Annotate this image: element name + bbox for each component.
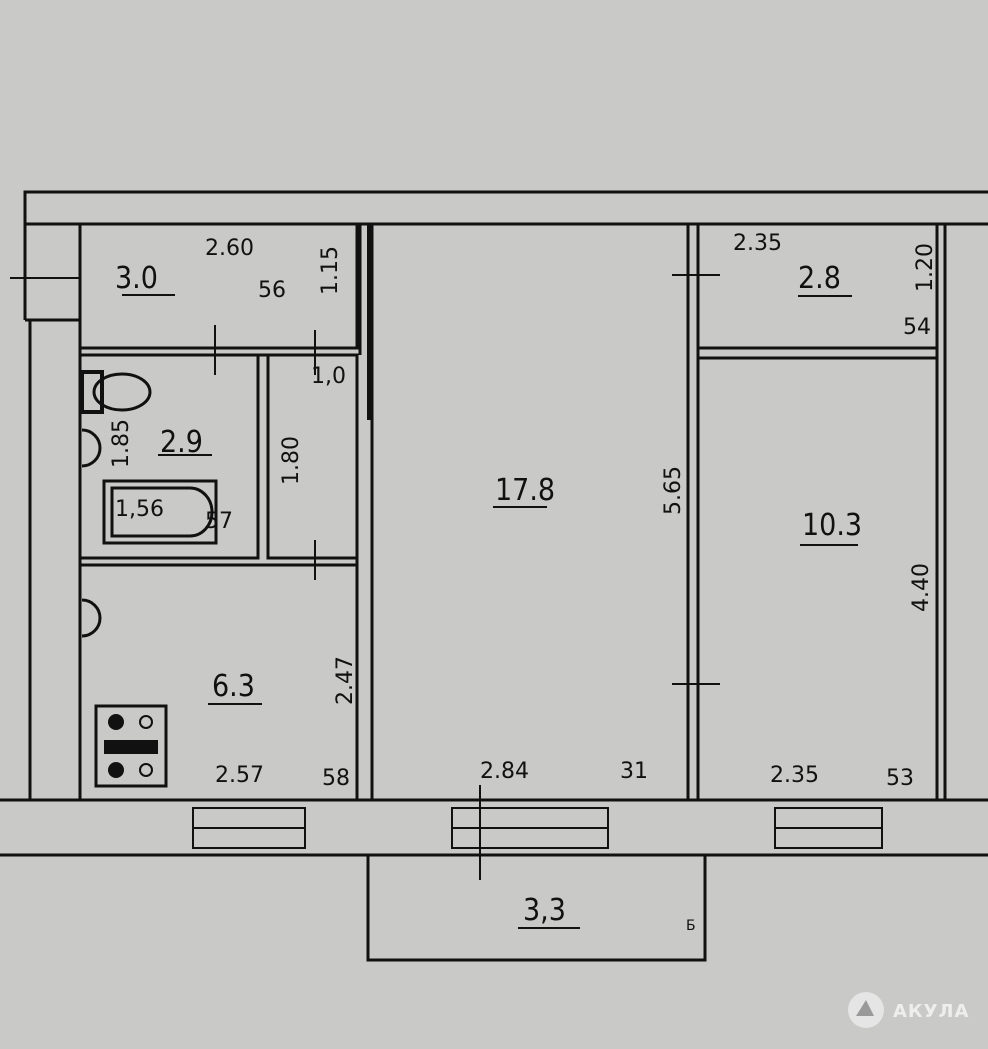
- room-living: 17.8 2.84 31 5.65: [480, 466, 686, 784]
- stove-icon: [94, 704, 168, 788]
- code-label: 53: [886, 766, 914, 791]
- area-label: 2.8: [798, 261, 841, 296]
- room-bedroom: 10.3 2.35 53 4.40: [770, 508, 934, 791]
- dim-label: 2.84: [480, 759, 529, 784]
- code-label: 56: [258, 278, 286, 303]
- mark-label: Б: [686, 918, 696, 934]
- code-label: 54: [903, 315, 931, 340]
- dim-label: 2.35: [733, 231, 782, 256]
- watermark-text: АКУЛА: [893, 1001, 969, 1022]
- dim-label: 4.40: [909, 563, 934, 612]
- room-balcony: 3,3 Б: [518, 893, 696, 934]
- dim-label: 1.20: [913, 243, 938, 292]
- area-label: 6.3: [212, 669, 255, 704]
- code-label: 31: [620, 759, 648, 784]
- watermark-logo: АКУЛА: [848, 992, 969, 1028]
- dim-label: 1,0: [311, 364, 346, 389]
- room-corridor: 1,0 1.80: [279, 364, 346, 485]
- area-label: 10.3: [802, 508, 862, 543]
- dim-label: 2.60: [205, 236, 254, 261]
- dim-label: 2.57: [215, 763, 264, 788]
- area-label: 3.0: [115, 261, 158, 296]
- dim-label: 1.85: [109, 419, 134, 468]
- toilet-icon: [80, 370, 152, 414]
- dim-label: 5.65: [661, 466, 686, 515]
- bath-label: 1,56: [115, 497, 164, 522]
- interior-walls: [78, 222, 939, 800]
- dim-label: 2.35: [770, 763, 819, 788]
- dim-label: 1.15: [318, 246, 343, 295]
- dim-label: 1.80: [279, 436, 304, 485]
- room-closet: 2.8 2.35 54 1.20: [733, 231, 938, 340]
- area-label: 3,3: [523, 893, 566, 928]
- room-kitchen: 6.3 2.57 58 2.47: [208, 656, 358, 791]
- room-storage: 3.0 2.60 56 1.15: [115, 236, 343, 303]
- area-label: 17.8: [495, 473, 555, 508]
- kitchen-sink-icon: [81, 598, 102, 638]
- sink-icon: [81, 428, 102, 468]
- windows: [192, 785, 883, 880]
- code-label: 58: [322, 766, 350, 791]
- bathtub-icon: [102, 479, 218, 545]
- balcony: [366, 855, 707, 962]
- dim-label: 2.47: [333, 656, 358, 705]
- code-label: 57: [205, 509, 233, 534]
- room-bathroom: 2.9 1.85 1,56 57: [109, 419, 233, 534]
